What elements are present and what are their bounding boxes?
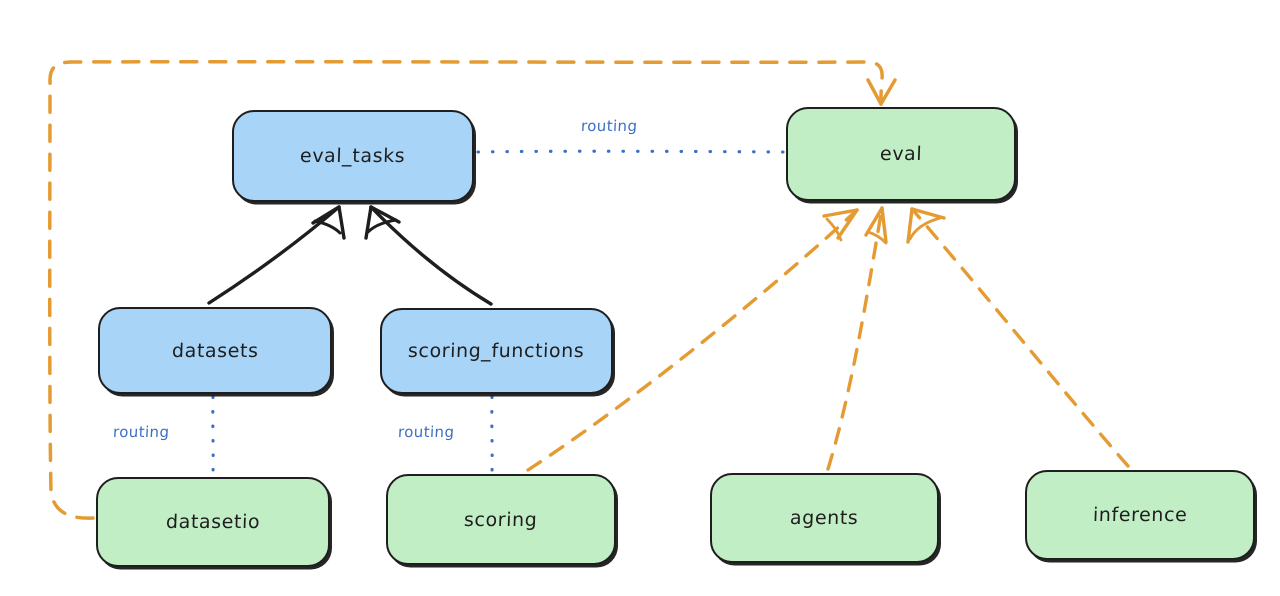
node-label-scoring: scoring [463,508,539,531]
node-label-eval: eval [879,143,923,165]
dependency-edge-scoring-functions-to-eval-tasks [364,205,493,306]
node-agents[interactable]: agents [710,473,939,563]
dependency-edge-inference-to-eval [906,207,1130,468]
node-label-scoring-functions: scoring_functions [407,340,586,362]
node-datasetio[interactable]: datasetio [96,477,330,567]
node-label-datasets: datasets [171,339,259,362]
node-scoring[interactable]: scoring [386,474,616,565]
node-label-eval-tasks: eval_tasks [299,145,407,167]
node-scoring-functions[interactable]: scoring_functions [380,308,613,394]
node-eval-tasks[interactable]: eval_tasks [232,110,474,202]
node-label-datasetio: datasetio [165,511,261,533]
dependency-edge-agents-to-eval [826,206,888,471]
dependency-edge-datasets-to-eval-tasks [207,205,346,305]
node-label-agents: agents [789,507,860,529]
node-inference[interactable]: inference [1025,470,1255,560]
routing-edge-eval-tasks-to-eval [476,149,786,154]
edge-label-routing-eval: routing [580,117,638,135]
node-eval[interactable]: eval [786,107,1016,201]
edge-label-routing-scoring: routing [397,423,455,441]
edge-label-routing-datasets: routing [112,423,170,441]
node-datasets[interactable]: datasets [98,307,332,394]
node-label-inference: inference [1092,504,1188,526]
